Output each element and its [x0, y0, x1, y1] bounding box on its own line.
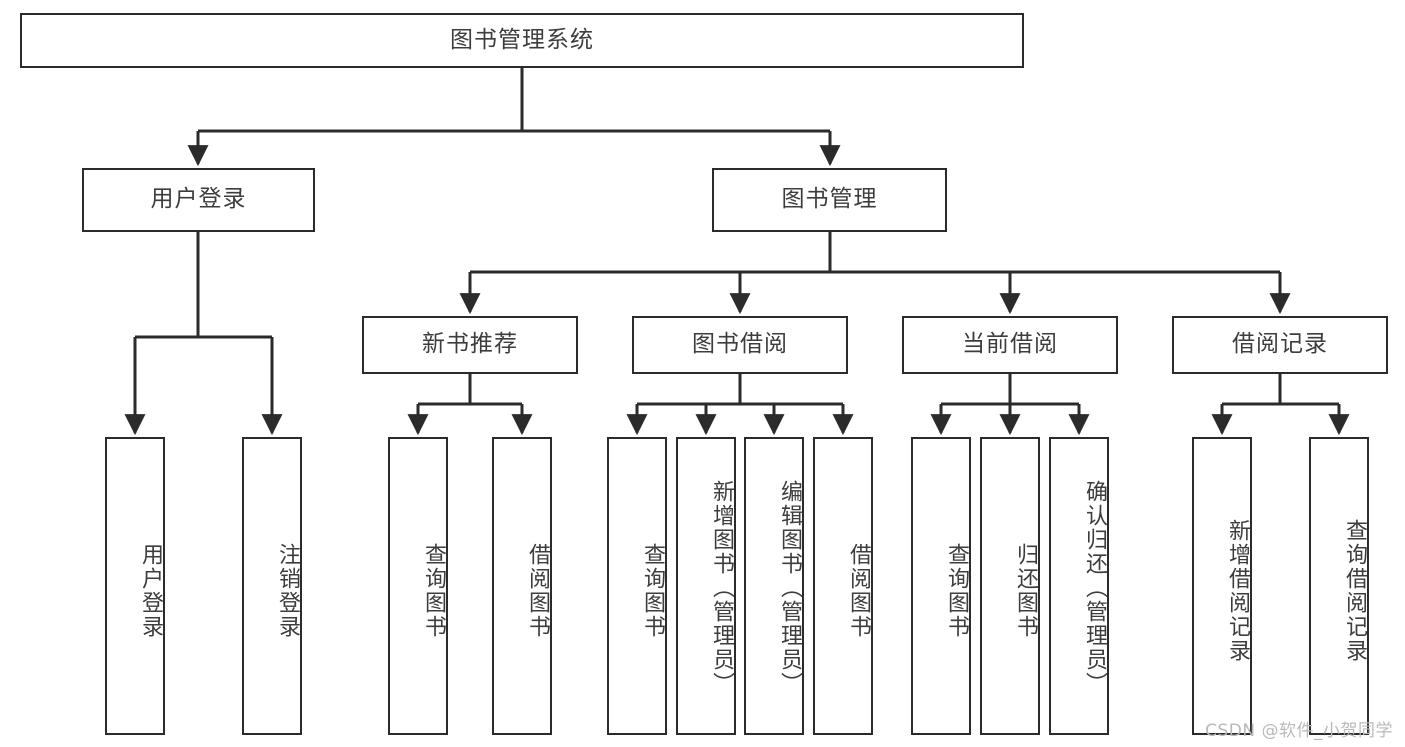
leaf-current-borrow-query-book[interactable]: 查询图书 — [911, 437, 971, 735]
leaf-book-borrow-add-book-admin[interactable]: 新增图书（管理员） — [676, 437, 736, 735]
leaf-borrow-record-add-record[interactable]: 新增借阅记录 — [1192, 437, 1252, 735]
node-label: 借阅记录 — [1232, 331, 1328, 358]
leaf-user-login-signout[interactable]: 注销登录 — [242, 437, 302, 735]
node-label: 用户登录 — [138, 543, 163, 639]
node-label: 新增借阅记录 — [1225, 519, 1250, 663]
node-label: 借阅图书 — [846, 543, 871, 639]
node-book-management[interactable]: 图书管理 — [712, 168, 947, 232]
leaf-book-borrow-query-book[interactable]: 查询图书 — [607, 437, 667, 735]
node-label: 编辑图书（管理员） — [777, 480, 802, 696]
leaf-book-borrow-borrow-book[interactable]: 借阅图书 — [813, 437, 873, 735]
node-book-borrow[interactable]: 图书借阅 — [632, 316, 848, 374]
leaf-current-borrow-confirm-return-admin[interactable]: 确认归还（管理员） — [1049, 437, 1109, 735]
node-new-book-recommend[interactable]: 新书推荐 — [362, 316, 578, 374]
leaf-new-book-borrow-book[interactable]: 借阅图书 — [492, 437, 552, 735]
node-label: 确认归还（管理员） — [1082, 480, 1107, 696]
node-user-login[interactable]: 用户登录 — [82, 168, 315, 232]
leaf-user-login-signin[interactable]: 用户登录 — [105, 437, 165, 735]
node-label: 新增图书（管理员） — [709, 480, 734, 696]
node-borrow-record[interactable]: 借阅记录 — [1172, 316, 1388, 374]
node-root-book-management-system[interactable]: 图书管理系统 — [20, 13, 1024, 68]
node-label: 查询借阅记录 — [1342, 519, 1367, 663]
node-label: 查询图书 — [944, 543, 969, 639]
leaf-current-borrow-return-book[interactable]: 归还图书 — [980, 437, 1040, 735]
node-label: 归还图书 — [1013, 543, 1038, 639]
node-label: 注销登录 — [275, 543, 300, 639]
node-current-borrow[interactable]: 当前借阅 — [902, 316, 1118, 374]
leaf-new-book-query-book[interactable]: 查询图书 — [388, 437, 448, 735]
node-label: 查询图书 — [640, 543, 665, 639]
node-label: 用户登录 — [150, 186, 247, 213]
node-label: 当前借阅 — [962, 331, 1058, 358]
leaf-book-borrow-edit-book-admin[interactable]: 编辑图书（管理员） — [744, 437, 804, 735]
node-label: 图书管理 — [781, 186, 878, 213]
node-label: 图书借阅 — [692, 331, 788, 358]
leaf-borrow-record-query-record[interactable]: 查询借阅记录 — [1309, 437, 1369, 735]
node-label: 新书推荐 — [422, 331, 518, 358]
node-label: 查询图书 — [421, 543, 446, 639]
node-label: 图书管理系统 — [450, 26, 594, 53]
node-label: 借阅图书 — [525, 543, 550, 639]
